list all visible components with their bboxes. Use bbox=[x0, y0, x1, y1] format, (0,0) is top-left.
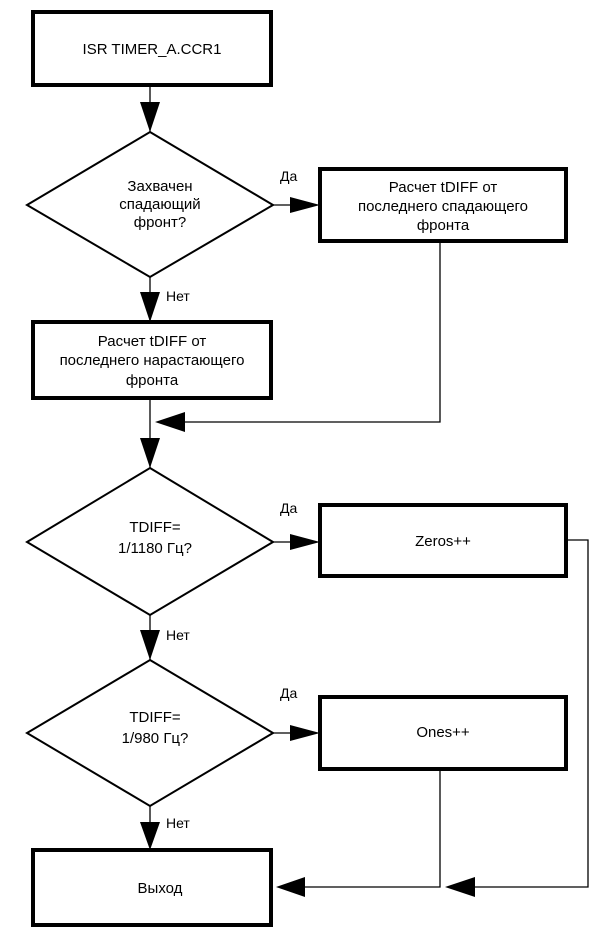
decision-falling-line-2: спадающий bbox=[119, 196, 200, 213]
node-exit: Выход bbox=[31, 848, 273, 927]
decision-980-line-2: 1/980 Гц? bbox=[122, 730, 189, 747]
arrowhead-down-1 bbox=[140, 102, 160, 132]
calc-from-rising-line-3: фронта bbox=[126, 372, 179, 389]
start-label: ISR TIMER_A.CCR1 bbox=[83, 41, 222, 58]
arrowhead-right-3 bbox=[290, 725, 320, 741]
connector-zeros-to-exit bbox=[475, 539, 589, 888]
connector-falling-calc-return bbox=[185, 241, 441, 423]
connectors bbox=[149, 85, 589, 888]
start-box bbox=[31, 10, 273, 87]
ones-label: Ones++ bbox=[416, 724, 470, 741]
decision-1180-diamond bbox=[25, 466, 275, 617]
exit-box bbox=[31, 848, 273, 927]
zeros-box bbox=[318, 503, 568, 578]
decision-980-line-1: TDIFF= bbox=[129, 709, 180, 726]
node-calc-from-falling: Расчет tDIFF от последнего спадающего фр… bbox=[318, 167, 568, 243]
calc-from-falling-line-1: Расчет tDIFF от bbox=[389, 179, 498, 196]
calc-from-rising-line-2: последнего нарастающего bbox=[60, 352, 245, 369]
arrowhead-down-4 bbox=[140, 630, 160, 660]
node-ones: Ones++ bbox=[318, 695, 568, 771]
node-decision-1180: TDIFF= 1/1180 Гц? bbox=[25, 466, 275, 617]
connector-ones-to-exit bbox=[305, 769, 441, 888]
arrowhead-down-2 bbox=[140, 292, 160, 322]
decision-980-diamond bbox=[25, 658, 275, 808]
edge-label-980-yes: Да bbox=[280, 685, 297, 701]
decision-falling-diamond bbox=[25, 130, 275, 279]
arrowhead-down-5 bbox=[140, 822, 160, 850]
zeros-label: Zeros++ bbox=[415, 533, 471, 550]
arrowhead-right-1 bbox=[290, 197, 320, 213]
calc-from-rising-line-1: Расчет tDIFF от bbox=[98, 333, 207, 350]
edge-label-980-no: Нет bbox=[166, 815, 190, 831]
node-zeros: Zeros++ bbox=[318, 503, 568, 578]
calc-from-falling-line-2: последнего спадающего bbox=[358, 198, 528, 215]
node-start: ISR TIMER_A.CCR1 bbox=[31, 10, 273, 87]
edge-label-falling-no: Нет bbox=[166, 288, 190, 304]
edge-label-1180-no: Нет bbox=[166, 627, 190, 643]
edge-label-1180-yes: Да bbox=[280, 500, 297, 516]
arrowheads bbox=[140, 102, 475, 897]
node-decision-980: TDIFF= 1/980 Гц? bbox=[25, 658, 275, 808]
edge-label-falling-yes: Да bbox=[280, 168, 297, 184]
node-decision-falling: Захвачен спадающий фронт? bbox=[25, 130, 275, 279]
decision-1180-line-2: 1/1180 Гц? bbox=[118, 540, 192, 557]
arrowhead-left-exit-2 bbox=[445, 877, 475, 897]
calc-from-falling-box bbox=[318, 167, 568, 243]
ones-box bbox=[318, 695, 568, 771]
decision-falling-line-1: Захвачен bbox=[127, 178, 192, 195]
edge-labels: Да Нет Да Нет Да Нет bbox=[166, 168, 297, 831]
decision-falling-line-3: фронт? bbox=[134, 214, 187, 231]
exit-label: Выход bbox=[138, 880, 183, 897]
decision-1180-line-1: TDIFF= bbox=[129, 519, 180, 536]
calc-from-rising-box bbox=[31, 320, 273, 400]
arrowhead-left-exit-1 bbox=[276, 877, 305, 897]
arrowhead-down-3 bbox=[140, 438, 160, 468]
arrowhead-left-merge bbox=[155, 412, 185, 432]
node-calc-from-rising: Расчет tDIFF от последнего нарастающего … bbox=[31, 320, 273, 400]
arrowhead-right-2 bbox=[290, 534, 320, 550]
calc-from-falling-line-3: фронта bbox=[417, 217, 470, 234]
